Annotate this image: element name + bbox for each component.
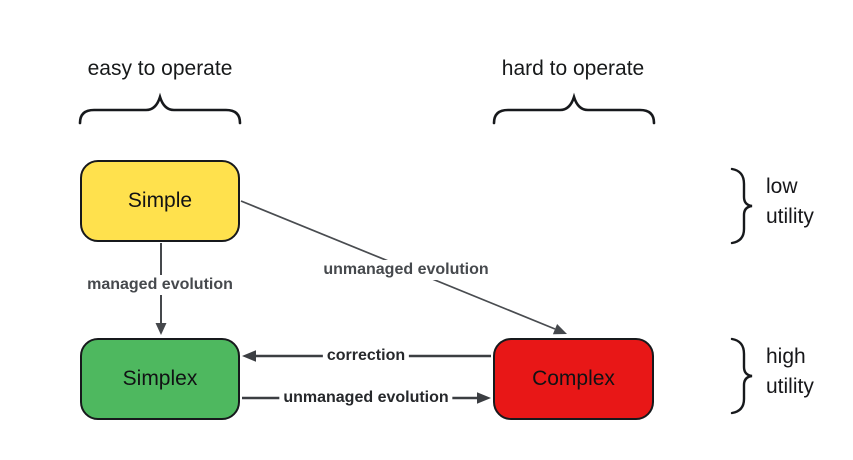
- edge-unmanaged-diagonal-arrowhead: [552, 324, 567, 335]
- heading-hard-to-operate: hard to operate: [501, 57, 645, 80]
- brace-easy-to-operate: [78, 92, 242, 125]
- node-simplex-label: Simplex: [122, 367, 198, 390]
- edge-correction-arrowhead: [242, 350, 256, 362]
- brace-high-utility: [730, 337, 753, 415]
- node-complex-label: Complex: [532, 367, 615, 390]
- label-low-utility: low utility: [766, 175, 814, 229]
- node-simple: Simple: [80, 160, 240, 242]
- edge-label-managed-evolution: managed evolution: [83, 275, 237, 295]
- node-simplex: Simplex: [80, 338, 240, 420]
- edge-label-unmanaged-evolution-bottom: unmanaged evolution: [279, 388, 453, 408]
- edge-label-unmanaged-evolution-diagonal: unmanaged evolution: [319, 260, 493, 280]
- label-high-utility: high utility: [766, 345, 814, 399]
- node-simple-label: Simple: [127, 189, 193, 212]
- edge-label-correction: correction: [322, 346, 410, 366]
- brace-low-utility: [730, 167, 753, 245]
- brace-hard-to-operate: [492, 92, 656, 125]
- edge-unmanaged-bottom-arrowhead: [477, 392, 491, 404]
- node-complex: Complex: [493, 338, 654, 420]
- edge-managed-evolution-arrowhead: [155, 323, 167, 335]
- heading-easy-to-operate: easy to operate: [87, 57, 233, 80]
